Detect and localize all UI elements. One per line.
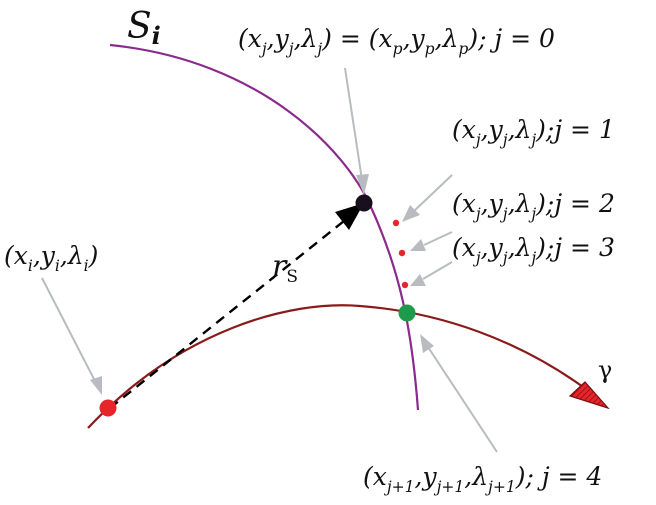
label-start: (xi,yi,λi) — [4, 241, 98, 275]
radius-vector-line — [109, 220, 345, 409]
pointer-j3 — [410, 261, 453, 286]
projection-point-j0 — [355, 194, 373, 212]
pointer-arrows — [41, 67, 498, 453]
intermediate-point-j1 — [392, 219, 400, 227]
label-j1: (xj,yj,λj);j = 1 — [452, 115, 615, 149]
pointer-j0 — [344, 67, 369, 195]
intermediate-point-j3 — [401, 281, 409, 289]
start-point — [99, 399, 117, 417]
trajectory-arrowhead — [568, 381, 610, 410]
pointer-j1 — [402, 174, 453, 222]
pointer-j4 — [420, 334, 498, 453]
intermediate-point-j2 — [398, 249, 406, 257]
surface-curve — [109, 43, 420, 411]
trajectory-label: γ — [598, 356, 612, 384]
label-j4: (xj+1,yj+1,λj+1); j = 4 — [363, 462, 602, 496]
label-j3: (xj,yj,λj);j = 3 — [452, 233, 615, 267]
pointer-start — [41, 277, 102, 395]
radius-vector-arrowhead — [335, 203, 364, 230]
radius-label: rS — [272, 249, 298, 287]
intersection-point-j4 — [398, 304, 416, 322]
surface-label: Si — [127, 6, 161, 50]
pointer-j2 — [410, 231, 453, 251]
trajectory-curve — [87, 304, 591, 429]
label-j2: (xj,yj,λj);j = 2 — [452, 189, 615, 223]
label-j0: (xj,yj,λj) = (xp,yp,λp); j = 0 — [238, 24, 555, 58]
